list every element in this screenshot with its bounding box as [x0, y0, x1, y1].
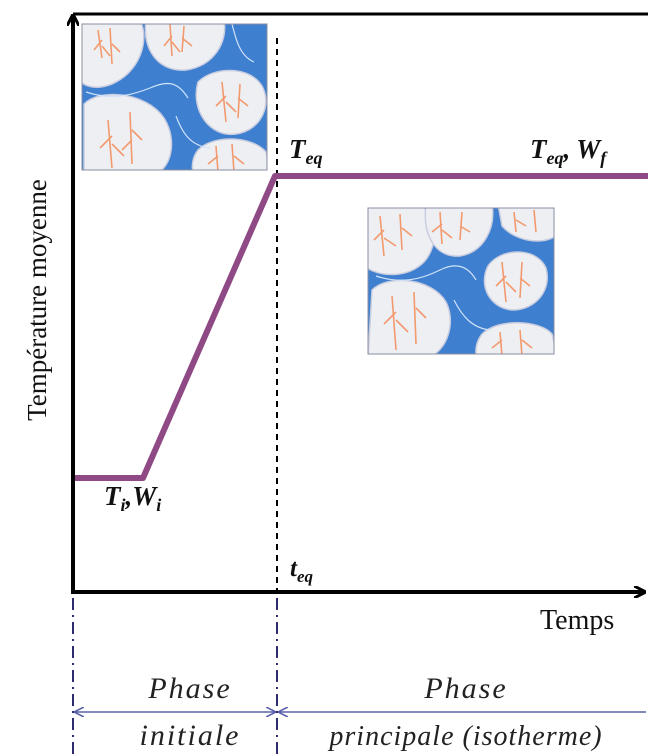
- x-axis-label: Temps: [540, 605, 614, 636]
- y-axis-label: Température moyenne: [22, 179, 52, 421]
- phase-initial-line1: Phase: [147, 672, 231, 705]
- inset-initial-frame: [81, 23, 268, 171]
- temperature-curve: [75, 173, 648, 481]
- phase-initial-line2: initiale: [140, 719, 241, 752]
- final-state-label: Teq,Wf: [530, 134, 608, 168]
- granular-medium-wet-icon: [82, 24, 267, 170]
- phase-main-line1: Phase: [423, 672, 507, 705]
- initial-point-label: Ti,Wi: [104, 481, 161, 515]
- inset-main-frame: [367, 207, 555, 355]
- equilibrium-time-label: teq: [290, 555, 313, 586]
- phase-main-line2: principale (isotherme): [327, 721, 602, 752]
- granular-medium-equilibrium-icon: [368, 208, 554, 354]
- equilibrium-temp-label: Teq: [289, 134, 323, 168]
